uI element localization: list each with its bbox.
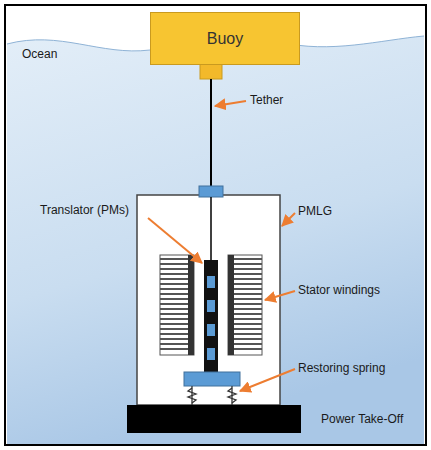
region-label: Ocean <box>22 47 57 61</box>
tether-line <box>210 79 212 186</box>
spring-platform <box>184 372 240 386</box>
restoring-springs <box>188 386 236 405</box>
callout-label: Power Take-Off <box>321 412 403 426</box>
ocean-water <box>7 36 424 444</box>
buoy-mount <box>200 64 222 79</box>
callout-label: Restoring spring <box>298 361 385 375</box>
pmlg-housing <box>137 195 280 405</box>
callout-label: Translator (PMs) <box>40 203 129 217</box>
translator-magnets <box>204 260 218 372</box>
node-text: Buoy <box>207 30 243 48</box>
callout-label: PMLG <box>298 204 332 218</box>
leader-arrows <box>148 101 295 391</box>
stator-right <box>228 255 262 355</box>
frame-border <box>5 5 426 445</box>
housing-cap <box>199 186 223 197</box>
power-take-off-base <box>127 405 301 433</box>
stator-left <box>160 255 194 355</box>
callout-label: Tether <box>250 93 283 107</box>
callout-label: Stator windings <box>298 283 380 297</box>
translator-rod <box>210 197 212 260</box>
buoy-box: Buoy <box>150 12 300 65</box>
